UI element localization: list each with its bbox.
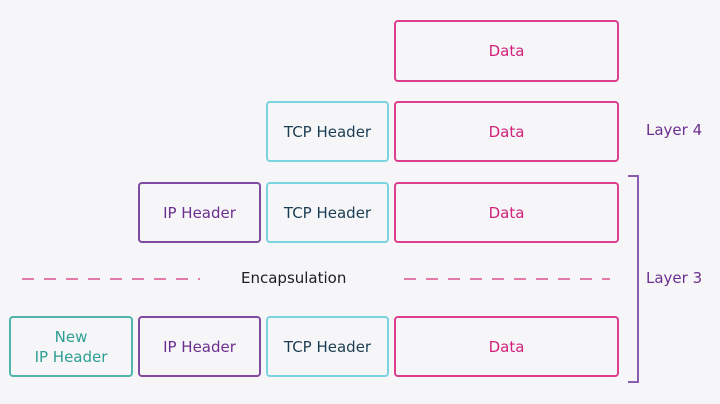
encapsulation-label: Encapsulation bbox=[241, 269, 347, 287]
tcp-header-label: TCP Header bbox=[283, 122, 372, 141]
data-label: Data bbox=[488, 42, 525, 60]
new-ip-header-box-row4: New IP Header bbox=[9, 316, 133, 377]
data-box-row2: Data bbox=[394, 101, 619, 162]
tcp-header-box-row2: TCP Header bbox=[266, 101, 389, 162]
layer3-bracket bbox=[628, 175, 639, 383]
layer4-label: Layer 4 bbox=[646, 121, 703, 139]
data-box-row4: Data bbox=[394, 316, 619, 377]
tcp-header-label: TCP Header bbox=[283, 337, 372, 356]
ip-header-box-row3: IP Header bbox=[138, 182, 261, 243]
data-label: Data bbox=[488, 337, 525, 356]
ip-header-label: IP Header bbox=[163, 337, 236, 356]
layer3-label: Layer 3 bbox=[646, 269, 703, 287]
ip-header-label: IP Header bbox=[163, 203, 236, 222]
tcp-header-label: TCP Header bbox=[283, 203, 372, 222]
tcp-header-box-row4: TCP Header bbox=[266, 316, 389, 377]
new-ip-header-line1: New bbox=[54, 327, 88, 346]
new-ip-header-line2: IP Header bbox=[34, 347, 108, 366]
data-box-row1: Data bbox=[394, 20, 619, 82]
tcp-header-box-row3: TCP Header bbox=[266, 182, 389, 243]
data-box-row3: Data bbox=[394, 182, 619, 243]
data-label: Data bbox=[488, 122, 525, 141]
data-label: Data bbox=[488, 203, 525, 222]
ip-header-box-row4: IP Header bbox=[138, 316, 261, 377]
